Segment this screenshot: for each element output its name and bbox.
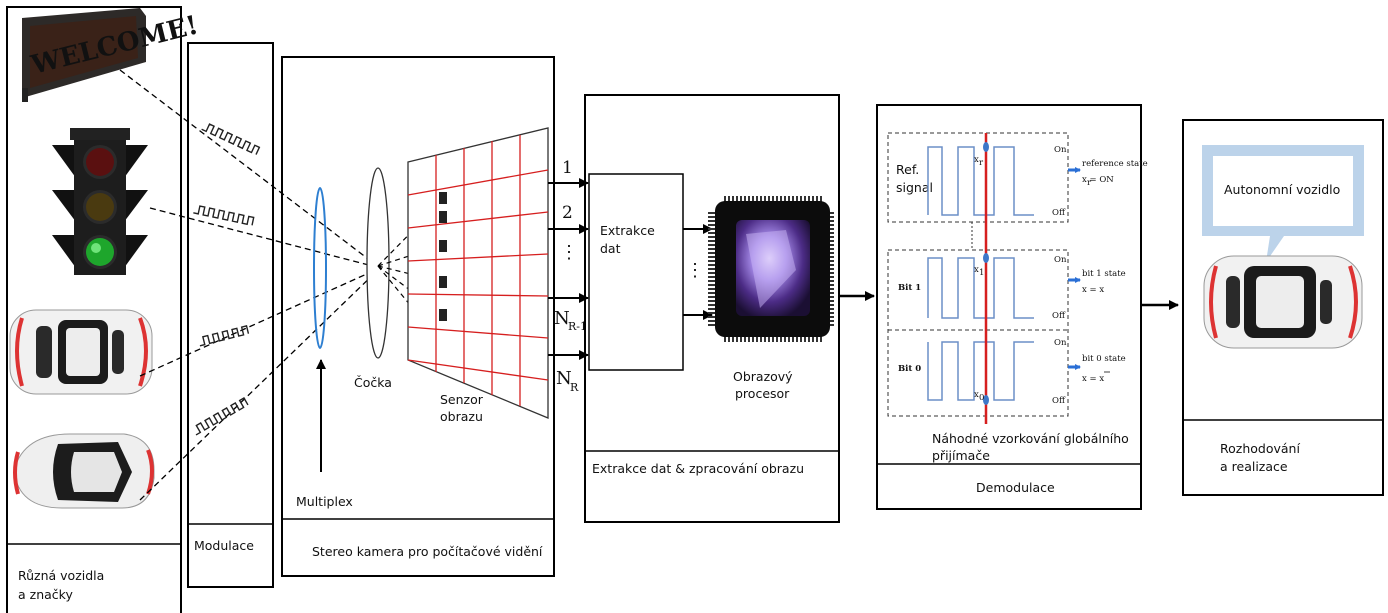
on-label-ref: On [1054, 145, 1067, 155]
processor-label-line1: Obrazový [733, 369, 793, 384]
processor-label-line2: procesor [735, 386, 790, 401]
extract-label-line1: Extrakce [600, 223, 655, 238]
xr-label: x [974, 155, 979, 165]
x1-label: x [974, 265, 979, 275]
sensor-outputs: 1 2 ⋮ N R-1 N R [548, 158, 589, 394]
processing-panel: Extrakce dat & zpracování obrazu Extrakc… [584, 94, 840, 523]
bit0-state-label: bit 0 state [1082, 354, 1126, 364]
camera-lens [366, 167, 390, 359]
decision-panel: Rozhodování a realizace Autonomní vozidl… [1182, 119, 1384, 496]
extract-label-line2: dat [600, 241, 621, 256]
output-label-nr: N [556, 368, 572, 389]
speech-bubble: Autonomní vozidlo [1202, 145, 1364, 262]
sensor-label-line2: obrazu [440, 409, 483, 424]
off-label-bit0: Off [1052, 396, 1066, 406]
vehicles-panel: Různá vozidla a značky [6, 6, 182, 613]
xr-sub: r [979, 158, 984, 168]
ref-state-eq-sub: r [1087, 178, 1092, 188]
processing-caption: Extrakce dat & zpracování obrazu [592, 461, 804, 476]
image-sensor [407, 127, 549, 419]
sampling-label-line1: Náhodné vzorkování globálního [932, 431, 1129, 446]
bit0-label: Bit 0 [898, 364, 921, 374]
bit1-state-eq: x = x [1082, 285, 1104, 295]
traffic-light-icon [52, 128, 148, 275]
lens-label: Čočka [354, 375, 392, 390]
car-icon-1 [9, 309, 153, 395]
car-icon-2 [13, 433, 155, 509]
ref-signal-line1: Ref. [896, 162, 919, 177]
off-label-ref: Off [1052, 208, 1066, 218]
demodulation-panel: Demodulace Náhodné vzorkování globálního… [876, 104, 1148, 510]
x0-label: x [974, 390, 979, 400]
output-sub-nr: R [570, 381, 579, 394]
data-extraction-box [588, 173, 684, 371]
vehicles-caption-line1: Různá vozidla [18, 568, 104, 583]
modulation-waves [193, 123, 261, 436]
demodulation-caption: Demodulace [976, 480, 1055, 495]
signal-rays [119, 69, 381, 501]
x1-sub: 1 [979, 268, 984, 278]
on-label-bit0: On [1054, 338, 1067, 348]
decision-caption-line2: a realizace [1220, 459, 1288, 474]
ref-state-eq: x = ON [1082, 175, 1114, 185]
ref-signal-line2: signal [896, 180, 933, 195]
ref-state-label: reference state [1082, 159, 1148, 169]
bit1-state-label: bit 1 state [1082, 269, 1126, 279]
svg-text:⋮: ⋮ [560, 242, 578, 263]
camera-panel: Stereo kamera pro počítačové vidění Mult… [281, 56, 555, 577]
sampling-label-line2: přijímače [932, 448, 990, 463]
output-label-2: 2 [562, 203, 573, 223]
svg-text:⋮: ⋮ [686, 260, 704, 281]
bit0-state-eq: x = x [1082, 374, 1104, 384]
decision-caption-line1: Rozhodování [1220, 441, 1300, 456]
image-processor-chip-icon [708, 196, 834, 342]
bit1-label: Bit 1 [898, 283, 921, 293]
autonomous-car-icon [1203, 255, 1363, 349]
welcome-sign: WELCOME! [22, 8, 201, 102]
modulation-caption: Modulace [194, 538, 254, 553]
sensor-label-line1: Senzor [440, 392, 484, 407]
output-label-1: 1 [562, 158, 573, 178]
off-label-bit1: Off [1052, 311, 1066, 321]
multiplex-label: Multiplex [296, 494, 353, 509]
on-label-bit1: On [1054, 255, 1067, 265]
vehicles-caption-line2: a značky [18, 587, 73, 602]
camera-caption: Stereo kamera pro počítačové vidění [312, 544, 543, 559]
bubble-text: Autonomní vozidlo [1224, 182, 1340, 197]
x0-sub: 0 [979, 393, 984, 403]
modulation-panel: Modulace [187, 42, 274, 588]
output-sub-nr1: R-1 [568, 320, 587, 333]
multiplex-lens [313, 187, 327, 349]
output-label-nr1: N [554, 308, 570, 329]
